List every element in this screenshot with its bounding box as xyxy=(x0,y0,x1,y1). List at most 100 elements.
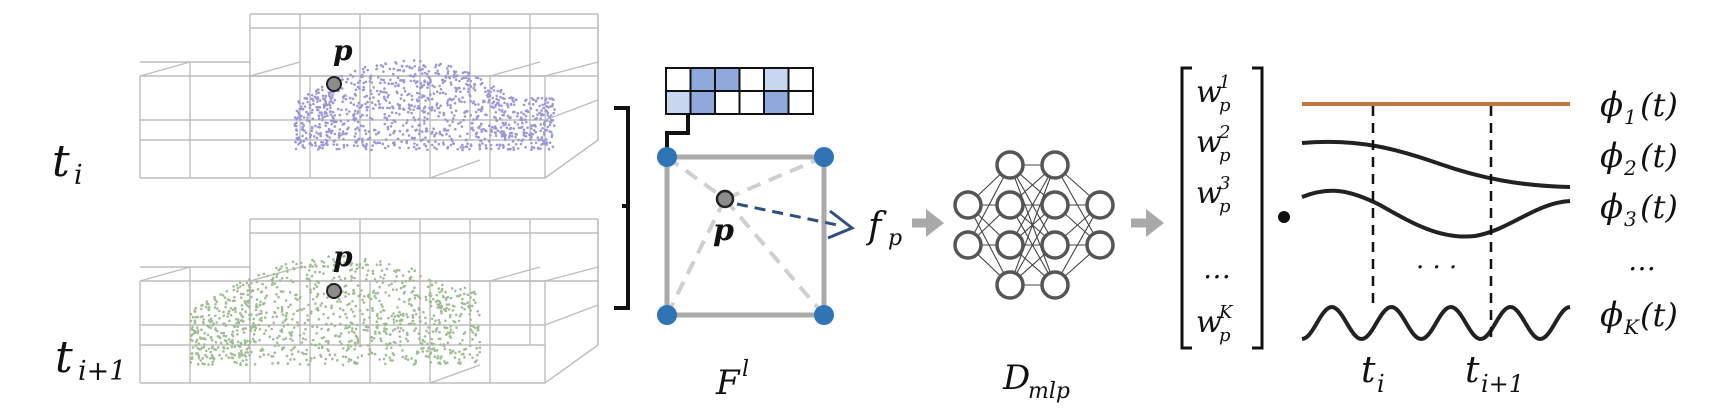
cloud-point xyxy=(311,325,314,328)
cloud-point xyxy=(426,112,430,115)
cloud-point xyxy=(190,334,193,337)
cloud-point xyxy=(384,353,388,357)
cloud-point xyxy=(306,100,310,104)
cloud-point xyxy=(477,135,480,139)
cloud-point xyxy=(312,102,315,106)
cloud-point xyxy=(346,119,350,123)
cloud-point xyxy=(247,343,251,347)
cloud-point xyxy=(418,315,422,319)
cloud-point xyxy=(460,312,463,316)
cloud-point xyxy=(218,309,221,313)
cloud-point xyxy=(280,328,284,331)
cloud-point xyxy=(552,111,555,115)
cloud-point xyxy=(446,72,450,75)
cloud-point xyxy=(372,336,376,340)
cloud-point xyxy=(213,306,217,310)
cloud-point xyxy=(252,317,256,321)
cloud-point xyxy=(416,91,419,95)
cloud-point xyxy=(550,133,554,137)
cloud-point xyxy=(358,79,362,83)
cloud-point xyxy=(444,319,447,323)
cloud-point xyxy=(414,81,418,85)
cloud-point xyxy=(529,107,533,110)
cloud-point xyxy=(484,129,488,133)
mlp-neuron xyxy=(953,230,983,260)
cloud-point xyxy=(364,263,368,267)
feature-cell xyxy=(665,90,692,115)
cloud-point xyxy=(207,302,210,306)
cloud-point xyxy=(306,319,310,322)
cloud-point xyxy=(520,125,524,129)
cloud-point xyxy=(400,79,404,82)
cloud-point xyxy=(324,305,328,309)
cloud-point xyxy=(540,97,544,100)
cloud-point xyxy=(387,316,390,320)
cloud-point xyxy=(418,337,421,340)
cloud-point xyxy=(327,340,330,343)
cloud-point xyxy=(449,143,453,147)
cloud-point xyxy=(297,142,300,146)
cloud-point xyxy=(370,148,373,152)
cloud-point xyxy=(553,124,556,127)
cloud-point xyxy=(375,320,379,324)
cloud-point xyxy=(453,101,457,105)
cloud-point xyxy=(339,322,342,326)
cloud-point xyxy=(371,272,375,275)
cloud-point xyxy=(248,278,251,281)
cloud-point xyxy=(336,358,339,362)
cloud-point xyxy=(219,341,223,345)
cloud-point xyxy=(387,284,391,287)
cloud-point xyxy=(241,283,245,287)
cloud-point xyxy=(403,300,406,304)
cloud-point xyxy=(284,299,288,302)
cloud-point xyxy=(454,74,458,78)
cloud-point xyxy=(356,112,359,115)
cloud-point xyxy=(309,359,312,363)
cloud-point xyxy=(211,360,215,364)
cloud-point xyxy=(372,107,375,110)
cloud-point xyxy=(289,358,292,361)
cloud-point xyxy=(241,359,245,363)
cloud-point xyxy=(438,91,442,95)
cloud-point xyxy=(191,346,195,349)
cloud-point xyxy=(248,285,252,289)
cloud-point xyxy=(446,99,450,102)
cloud-point xyxy=(544,109,548,112)
cloud-point xyxy=(458,350,461,354)
cloud-point xyxy=(454,351,457,355)
cloud-point xyxy=(329,91,333,94)
cloud-point xyxy=(338,131,341,135)
cloud-point xyxy=(458,293,462,297)
cloud-point xyxy=(354,128,357,131)
cloud-point xyxy=(246,351,249,354)
cloud-point xyxy=(392,312,395,315)
cloud-point xyxy=(382,357,386,361)
cloud-point xyxy=(430,108,433,112)
cloud-point xyxy=(404,280,408,283)
cloud-point xyxy=(226,342,229,346)
cloud-point xyxy=(356,120,360,124)
cloud-point xyxy=(254,308,258,312)
cloud-point xyxy=(415,85,419,88)
cloud-point xyxy=(226,298,230,301)
cloud-point xyxy=(493,105,497,108)
cloud-point xyxy=(405,355,408,358)
cloud-point xyxy=(388,133,392,137)
cloud-point xyxy=(484,90,487,93)
cloud-point xyxy=(348,96,352,100)
cloud-point xyxy=(543,102,547,105)
cloud-point xyxy=(545,143,548,146)
voxel-grid-bottom xyxy=(139,218,599,384)
cloud-point xyxy=(413,118,417,122)
cloud-point xyxy=(277,295,280,299)
cloud-point xyxy=(483,86,487,90)
cloud-point xyxy=(360,289,363,292)
feature-cell xyxy=(787,67,814,92)
cloud-point xyxy=(420,347,423,350)
cloud-point xyxy=(268,335,272,339)
cloud-point xyxy=(351,310,355,314)
point-cloud-top xyxy=(293,59,556,152)
cloud-point xyxy=(436,356,439,360)
cloud-point xyxy=(341,308,345,312)
cloud-point xyxy=(379,317,383,320)
